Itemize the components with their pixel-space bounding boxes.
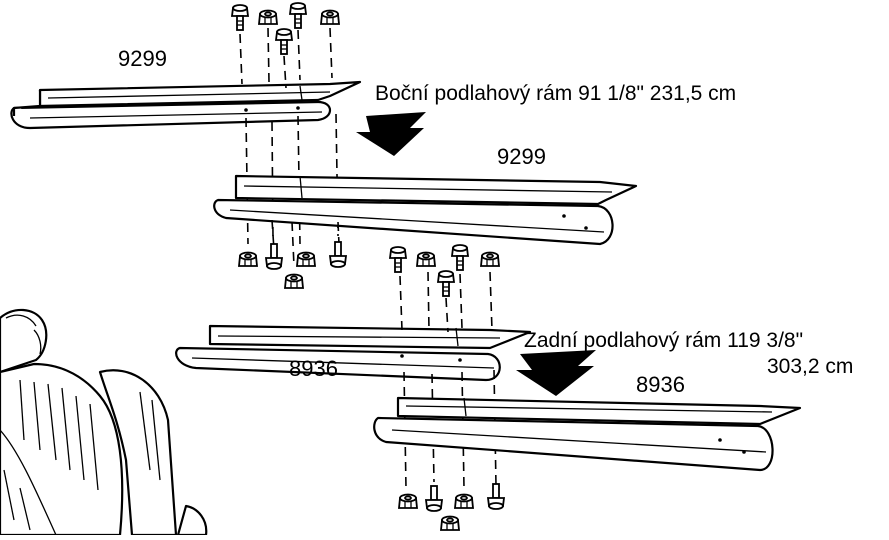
part-number-upper-right: 9299 bbox=[497, 144, 546, 169]
part-number-upper-left: 9299 bbox=[118, 46, 167, 71]
lower-right-frame-rail bbox=[373, 396, 802, 472]
lower-assembly-arrow-icon bbox=[516, 350, 596, 396]
upper-right-frame-rail bbox=[213, 174, 638, 246]
worker-figure bbox=[0, 308, 208, 537]
upper-top-hardware bbox=[231, 2, 340, 55]
lower-top-hardware bbox=[389, 244, 500, 297]
upper-bottom-hardware bbox=[238, 219, 347, 289]
upper-left-frame-rail bbox=[10, 80, 362, 130]
lower-left-frame-rail bbox=[175, 324, 532, 382]
lower-dashed-guides bbox=[399, 271, 497, 489]
lower-caption-line2: 303,2 cm bbox=[767, 355, 854, 378]
lower-caption-line1: Zadní podlahový rám 119 3/8" bbox=[524, 329, 804, 352]
lower-bottom-hardware bbox=[398, 483, 505, 531]
part-number-lower-left: 8936 bbox=[289, 356, 338, 381]
assembly-arrow-icon bbox=[356, 112, 426, 156]
upper-caption: Boční podlahový rám 91 1/8" 231,5 cm bbox=[375, 82, 737, 105]
part-number-lower-right: 8936 bbox=[636, 372, 685, 397]
